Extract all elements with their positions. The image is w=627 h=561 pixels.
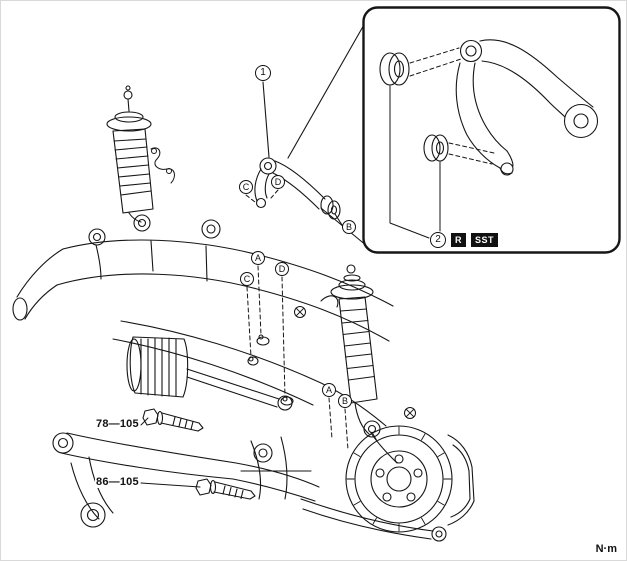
assembly-dashed-lines — [409, 47, 495, 165]
callout-2-row: 2 R SST — [430, 232, 499, 248]
bushing-front — [379, 52, 410, 86]
callout-1-leader — [262, 81, 270, 158]
brake-disc — [345, 425, 453, 533]
lower-arm — [52, 432, 320, 528]
torque-label-lower: 86—105 — [95, 476, 140, 488]
inset-upper-arm — [455, 39, 599, 176]
letter-callout-c-mid: C — [240, 272, 254, 286]
bolt-cross-mark — [294, 306, 416, 419]
torque-label-upper: 78—105 — [95, 418, 140, 430]
knuckle-bracket — [240, 432, 447, 542]
bushing-rear — [423, 134, 449, 162]
unit-label: N·m — [595, 543, 617, 555]
callout-1: 1 — [255, 65, 271, 81]
letter-callout-a-lower: A — [322, 383, 336, 397]
bolt-lower — [195, 478, 256, 500]
torque-leaders — [140, 417, 201, 488]
sst-badge: SST — [471, 233, 499, 247]
bolt-upper — [142, 408, 204, 432]
inset-box — [362, 6, 621, 254]
callout-2-leaders — [389, 85, 441, 239]
letter-callout-c-upper: C — [239, 180, 253, 194]
driveshaft — [186, 368, 293, 411]
callout-2: 2 — [430, 232, 446, 248]
letter-callout-b-upper: B — [342, 220, 356, 234]
subframe — [12, 219, 394, 427]
locator-endpoints — [248, 213, 343, 402]
letter-callout-d-mid: D — [275, 262, 289, 276]
strut-left — [106, 85, 154, 232]
strut-right — [330, 264, 381, 438]
letter-callout-a-mid: A — [251, 251, 265, 265]
letter-callout-b-lower: B — [338, 394, 352, 408]
upper-arm-main — [254, 157, 341, 220]
letter-callout-d-upper: D — [271, 175, 285, 189]
replace-badge: R — [451, 233, 466, 247]
differential — [126, 336, 189, 398]
brake-hose — [150, 147, 175, 184]
brake-caliper — [447, 434, 475, 526]
locator-dashed-lines — [245, 189, 349, 451]
